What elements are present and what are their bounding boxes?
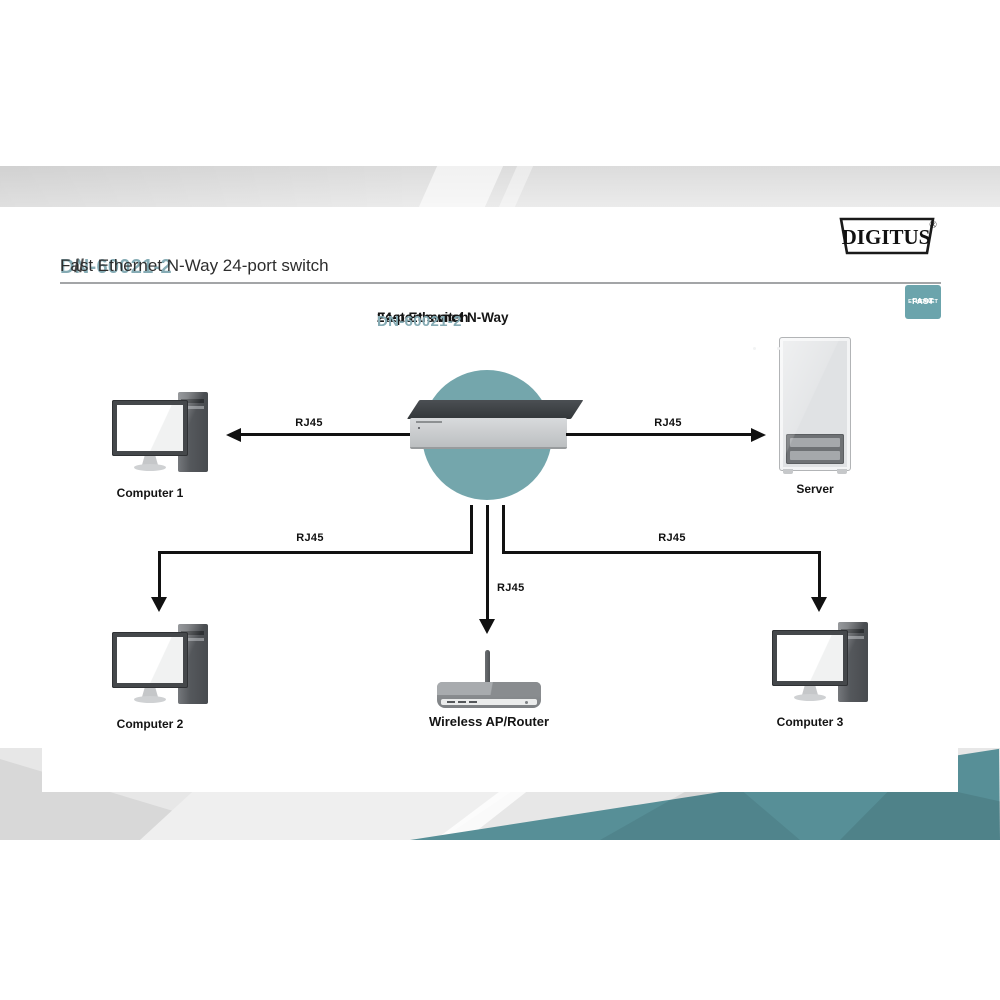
header-model: DN-60021-2 <box>60 256 172 278</box>
link-computer1-arrowhead <box>226 428 241 442</box>
link-router-line <box>486 505 489 623</box>
link-computer3-arrowhead <box>811 597 827 612</box>
link-computer3-line <box>818 551 821 599</box>
tower-drive-slot <box>841 629 864 633</box>
digitus-logo-frame: DIGITUS ® <box>839 217 937 255</box>
badge-ethernet: ETHERNET <box>908 298 938 305</box>
top-band-highlight <box>498 166 534 207</box>
monitor-stand <box>142 688 158 697</box>
link-server-arrowhead <box>751 428 766 442</box>
server-foot <box>783 469 793 474</box>
router-body <box>437 682 541 708</box>
router-top-face <box>437 682 541 695</box>
digitus-logo: DIGITUS ® <box>833 215 945 257</box>
link-computer2-drop <box>470 505 473 554</box>
server-icon <box>753 337 851 474</box>
server-sheen <box>780 338 850 470</box>
router-led-dot <box>525 700 528 704</box>
computer2-icon <box>112 624 218 714</box>
badge-speed: 10/100 <box>915 298 931 305</box>
badge-fast: FAST <box>912 297 934 306</box>
switch-brand-strip <box>416 421 442 423</box>
digitus-logo-text: DIGITUS <box>842 225 931 249</box>
page-title: Fast Ethernet N-Way 24-port switch <box>60 256 329 275</box>
top-band-highlight <box>418 166 504 207</box>
tower-drive-slot <box>181 399 204 403</box>
computer1-icon <box>112 392 218 482</box>
switch-front-panel <box>410 418 567 449</box>
computer3-label: Computer 3 <box>776 715 844 729</box>
monitor-stand <box>142 456 158 465</box>
router-label: Wireless AP/Router <box>428 714 550 729</box>
header-rule <box>60 282 941 284</box>
router-front-strip <box>441 699 537 705</box>
link-router-arrowhead <box>479 619 495 634</box>
link-computer3-drop <box>502 505 505 554</box>
link-computer3-label: RJ45 <box>658 532 686 544</box>
monitor-base <box>134 696 166 703</box>
tower-drive-slot <box>181 638 204 641</box>
switch-ports <box>452 422 562 445</box>
link-computer2-arrowhead <box>151 597 167 612</box>
computer2-label: Computer 2 <box>116 717 184 731</box>
switch-label-line1: Fast Ethernet N-Way <box>377 310 509 325</box>
top-band-shade <box>0 166 420 207</box>
switch-model: DN-60021-2 <box>377 313 462 330</box>
link-computer2-line <box>158 551 161 599</box>
link-computer2-run <box>158 551 473 554</box>
top-decor-band <box>0 166 1000 207</box>
switch-led-grid <box>418 427 448 442</box>
monitor-base <box>134 464 166 471</box>
tower-drive-slot <box>841 636 864 639</box>
switch-top-surface <box>407 400 584 419</box>
server-slats <box>753 345 844 431</box>
page-header: DN-60021-2//Fast Ethernet N-Way 24-port … <box>60 256 940 282</box>
link-computer3-run <box>504 551 821 554</box>
server-label: Server <box>796 482 834 496</box>
router-icon <box>437 650 541 710</box>
registered-mark: ® <box>929 220 937 231</box>
link-server-label: RJ45 <box>654 417 682 429</box>
server-foot <box>837 469 847 474</box>
header-separator: // <box>74 256 85 276</box>
router-port-dash <box>447 701 455 703</box>
router-port-dash <box>458 701 466 703</box>
tower-drive-slot <box>181 406 204 409</box>
router-port-dash <box>469 701 477 703</box>
monitor-screen <box>117 405 183 451</box>
link-router-label: RJ45 <box>497 582 525 594</box>
computer3-icon <box>772 622 878 712</box>
link-computer2-label: RJ45 <box>296 532 324 544</box>
router-antenna <box>485 650 490 687</box>
monitor-base <box>794 694 826 701</box>
link-computer1-line <box>240 433 410 436</box>
monitor-stand <box>802 686 818 695</box>
link-computer1-label: RJ45 <box>295 417 323 429</box>
monitor-screen <box>117 637 183 683</box>
monitor-screen <box>777 635 843 681</box>
fast-ethernet-badge: 10/100 FAST ETHERNET <box>905 285 941 319</box>
switch-label-line2: 24-port switch <box>377 310 469 325</box>
computer1-label: Computer 1 <box>116 486 184 500</box>
tower-drive-slot <box>181 631 204 635</box>
link-server-line <box>566 433 751 436</box>
